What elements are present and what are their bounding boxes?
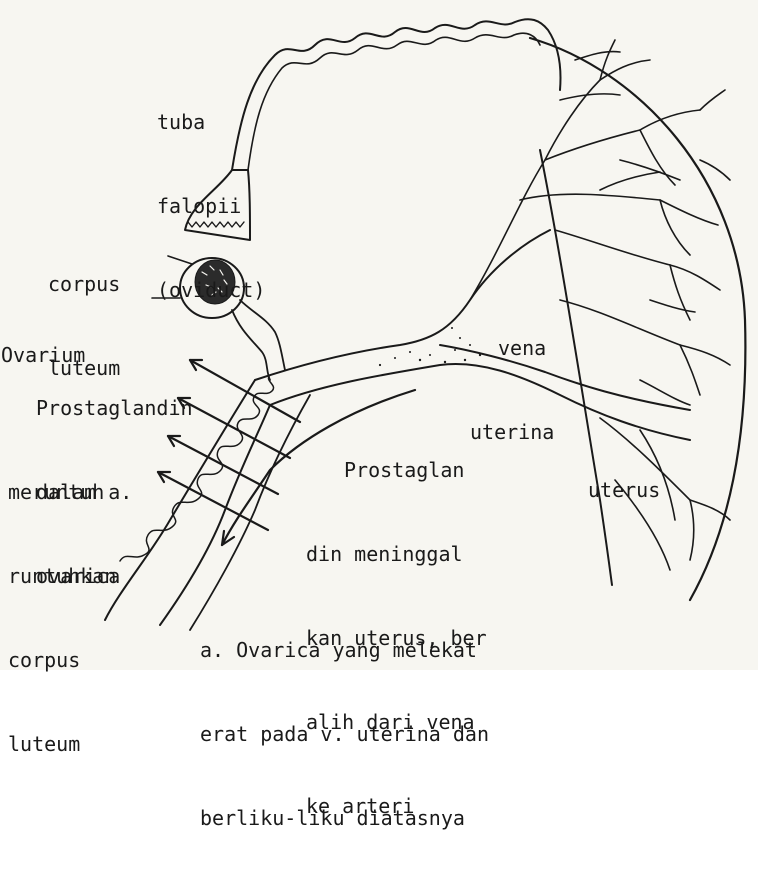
label-line: Prostaglandin [36, 394, 193, 422]
label-line: (oviduct) [157, 276, 265, 304]
label-line: meruntuh [8, 478, 116, 506]
diagram-canvas: tuba falopii (oviduct) corpus luteum Ova… [0, 0, 758, 670]
label-line: vena [470, 334, 554, 362]
oviduct-tube [232, 19, 561, 170]
label-line: uterus [588, 476, 660, 504]
label-line: runtuhkan [8, 562, 116, 590]
caption-line: erat pada v. uterina dan [200, 720, 489, 748]
label-line: Prostaglan [306, 456, 487, 484]
label-uterus: uterus [588, 420, 660, 560]
caption-line: a. Ovarica yang melekat [200, 636, 489, 664]
label-prostaglandin-left-2: meruntuh runtuhkan corpus luteum [8, 422, 116, 814]
oviduct-tube-inner [248, 33, 540, 170]
label-line: tuba [157, 108, 265, 136]
label-tuba-falopii: tuba falopii (oviduct) [157, 52, 265, 360]
caption-line: berliku-liku diatasnya [200, 804, 489, 832]
label-line: falopii [157, 192, 265, 220]
caption: a. Ovarica yang melekat erat pada v. ute… [200, 580, 489, 888]
label-line: din meninggal [306, 540, 487, 568]
label-line: luteum [8, 730, 116, 758]
